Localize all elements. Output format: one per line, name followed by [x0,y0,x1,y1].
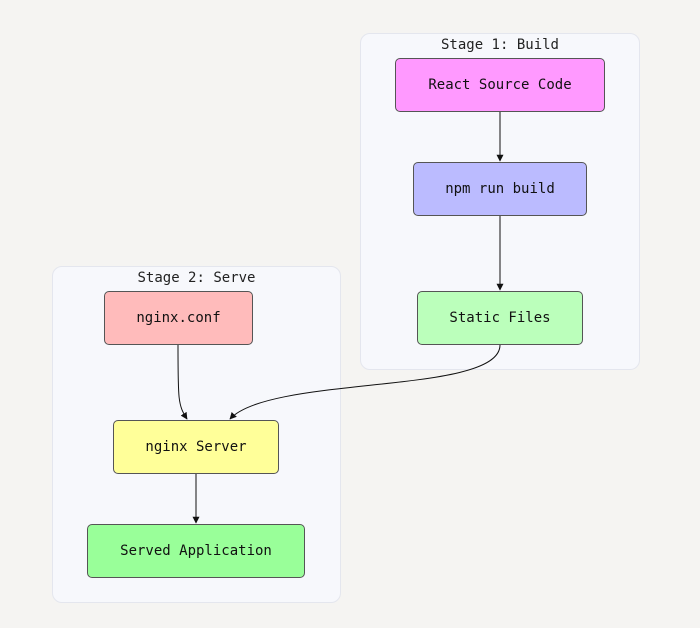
node-npm-run-build[interactable]: npm run build [413,162,587,216]
node-static-files-label: Static Files [449,310,551,326]
node-nginx-conf-label: nginx.conf [136,310,221,326]
node-static-files[interactable]: Static Files [417,291,583,345]
cluster-title-serve: Stage 2: Serve [137,270,256,286]
node-nginx-server-label: nginx Server [145,439,247,455]
node-nginx-server[interactable]: nginx Server [113,420,279,474]
cluster-title-build: Stage 1: Build [440,37,559,53]
node-npm-run-build-label: npm run build [445,181,555,197]
node-served-application[interactable]: Served Application [87,524,305,578]
node-react-source-code-label: React Source Code [428,77,572,93]
node-nginx-conf[interactable]: nginx.conf [104,291,253,345]
node-react-source-code[interactable]: React Source Code [395,58,605,112]
node-served-application-label: Served Application [120,543,272,559]
